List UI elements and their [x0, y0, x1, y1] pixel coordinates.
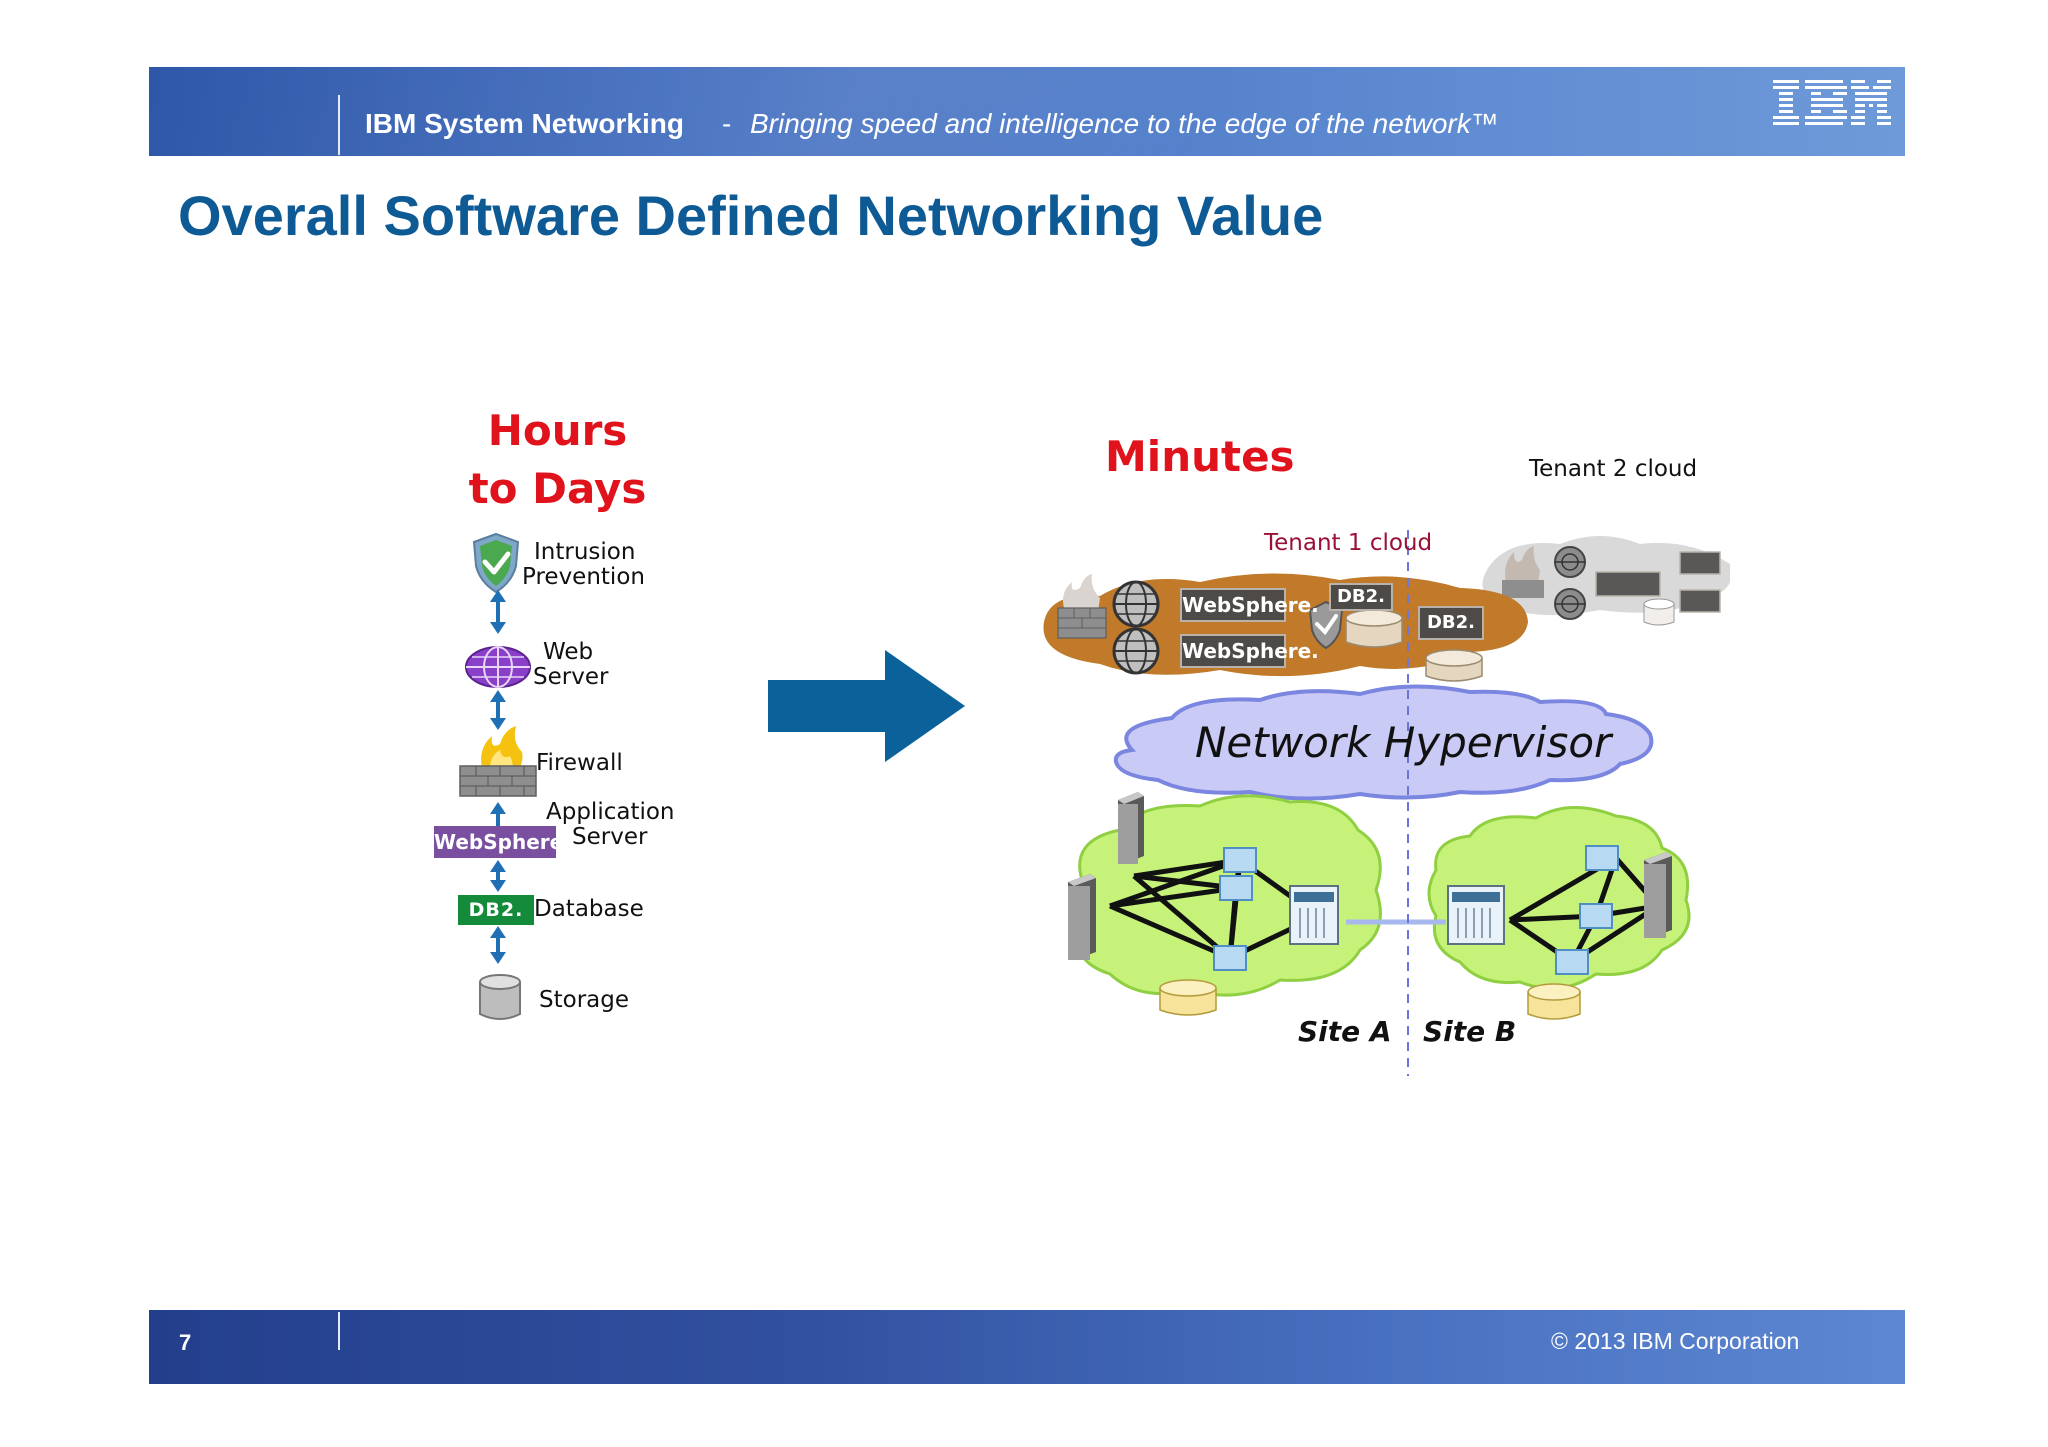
label-application-server: Application Server — [546, 799, 675, 850]
header-divider — [338, 95, 340, 155]
chassis-icon — [1447, 885, 1505, 945]
websphere-badge: WebSphere. — [434, 826, 571, 858]
footer-divider — [338, 1312, 340, 1350]
stack-arrows — [490, 590, 506, 964]
label-firewall: Firewall — [536, 750, 623, 776]
storage-cylinder-icon — [1159, 979, 1217, 1016]
shield-check-icon — [472, 532, 520, 594]
header-title: IBM System Networking — [365, 108, 684, 139]
network-hypervisor-label: Network Hypervisor — [1195, 718, 1612, 767]
copyright: © 2013 IBM Corporation — [1551, 1328, 1800, 1354]
double-arrow-icon — [490, 860, 506, 892]
websphere-badge-1: WebSphere. — [1180, 588, 1319, 622]
db2-badge: DB2. — [458, 895, 534, 925]
footer-band — [149, 1310, 1905, 1384]
switch-icons — [1213, 845, 1619, 975]
ibm-logo-icon — [1773, 80, 1891, 125]
label-database: Database — [534, 896, 644, 922]
firewall-icon — [459, 726, 537, 797]
header-tagline: Bringing speed and intelligence to the e… — [750, 108, 1499, 139]
tenant2-cloud — [1482, 536, 1730, 626]
left-stack-graphics — [459, 532, 537, 1020]
header-band — [149, 67, 1905, 156]
server-icon — [1068, 874, 1096, 960]
server-icon — [1644, 852, 1672, 938]
minutes-heading: Minutes — [1105, 432, 1295, 481]
transition-arrow-icon — [768, 650, 965, 762]
hours-to-days-heading: Hours to Days — [430, 402, 685, 518]
label-storage: Storage — [539, 987, 629, 1013]
heading-line-2: to Days — [468, 464, 647, 513]
page-title: Overall Software Defined Networking Valu… — [178, 184, 1324, 247]
site-b-label: Site B — [1423, 1015, 1517, 1048]
db2-small-badge-1: DB2. — [1687, 498, 1719, 513]
sdn-diagram — [1043, 530, 1730, 1076]
websphere-badge-2: WebSphere. — [1180, 634, 1319, 668]
storage-cylinder-icon — [1527, 983, 1581, 1020]
double-arrow-icon — [490, 926, 506, 964]
shield-check-icon — [1308, 600, 1344, 650]
double-arrow-icon — [490, 690, 506, 730]
websphere-small-badge: WebSphere — [1599, 519, 1674, 534]
label-intrusion-prevention: Intrusion Prevention — [522, 539, 645, 590]
globe-icon — [1112, 627, 1160, 675]
tenant1-label: Tenant 1 cloud — [1264, 530, 1433, 556]
db2-badge-2: DB2. — [1418, 606, 1484, 640]
globe-icon — [1112, 580, 1160, 628]
tenant2-label: Tenant 2 cloud — [1529, 456, 1698, 482]
db2-small-badge-2: DB2. — [1687, 536, 1719, 551]
heading-line-1: Hours — [487, 406, 628, 455]
label-web-server: Web Server — [533, 639, 609, 690]
double-arrow-icon — [490, 590, 506, 634]
tenant1-cloud — [1043, 573, 1528, 682]
chassis-icon — [1289, 885, 1339, 945]
globe-icon — [465, 646, 531, 688]
db2-badge-1: DB2. — [1329, 583, 1393, 611]
header-separator: - — [722, 108, 732, 139]
page-number: 7 — [179, 1330, 192, 1355]
storage-cylinder-icon — [479, 974, 521, 1020]
hypervisor-cloud — [1113, 684, 1654, 801]
site-a-label: Site A — [1298, 1015, 1392, 1048]
server-icon — [1118, 792, 1144, 864]
